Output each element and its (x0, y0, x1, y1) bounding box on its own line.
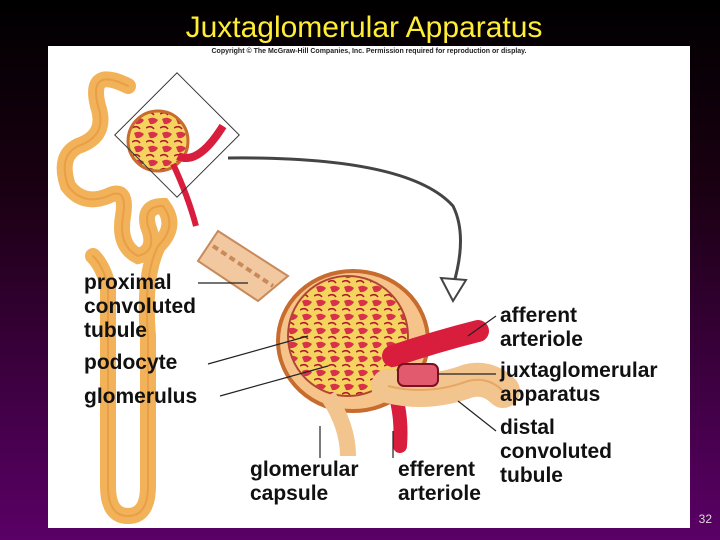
label-afferent-line1: afferent (500, 304, 578, 327)
leader-lines (198, 282, 497, 458)
label-glomerulus: glomerulus (84, 385, 198, 408)
label-jga-line2: apparatus (500, 383, 601, 406)
zoom-arrow (227, 156, 462, 287)
glomerulus-shape (287, 275, 409, 397)
enlarged-view (196, 229, 520, 457)
slide-number: 32 (698, 512, 712, 526)
juxtaglomerular-apparatus-shape (397, 363, 439, 387)
label-distal-convoluted-tubule: distal convoluted tubule (500, 416, 612, 488)
label-distal-line2: convoluted (500, 440, 613, 463)
label-afferent-arteriole: afferent arteriole (500, 304, 583, 352)
slide-title: Juxtaglomerular Apparatus (185, 11, 543, 44)
zoom-box (114, 72, 240, 198)
label-distal-line3: tubule (500, 464, 563, 487)
figure-panel: Copyright © The McGraw-Hill Companies, I… (48, 46, 690, 528)
label-efferent-line1: efferent (398, 458, 476, 481)
overview-nephron (56, 71, 240, 525)
label-proximal-line3: tubule (84, 319, 147, 342)
nephron-diagram (56, 71, 520, 525)
label-proximal-line1: proximal (84, 271, 172, 294)
label-distal-line1: distal (500, 416, 555, 439)
copyright-notice: Copyright © The McGraw-Hill Companies, I… (211, 48, 527, 55)
label-jga-line1: juxtaglomerular (500, 359, 658, 382)
label-podocyte: podocyte (84, 351, 178, 374)
label-proximal-line2: convoluted (84, 295, 197, 318)
label-capsule-line2: capsule (250, 482, 329, 505)
label-afferent-line2: arteriole (500, 328, 583, 351)
label-efferent-line2: arteriole (398, 482, 481, 505)
overview-glomerulus-shape (126, 109, 190, 173)
label-juxtaglomerular-apparatus: juxtaglomerular apparatus (500, 359, 658, 407)
label-proximal-convoluted-tubule: proximal convoluted tubule (84, 271, 196, 343)
label-glomerular-capsule: glomerular capsule (250, 458, 359, 506)
label-capsule-line1: glomerular (250, 458, 359, 481)
afferent-arteriole-shape (382, 320, 489, 367)
label-efferent-arteriole: efferent arteriole (398, 458, 481, 506)
